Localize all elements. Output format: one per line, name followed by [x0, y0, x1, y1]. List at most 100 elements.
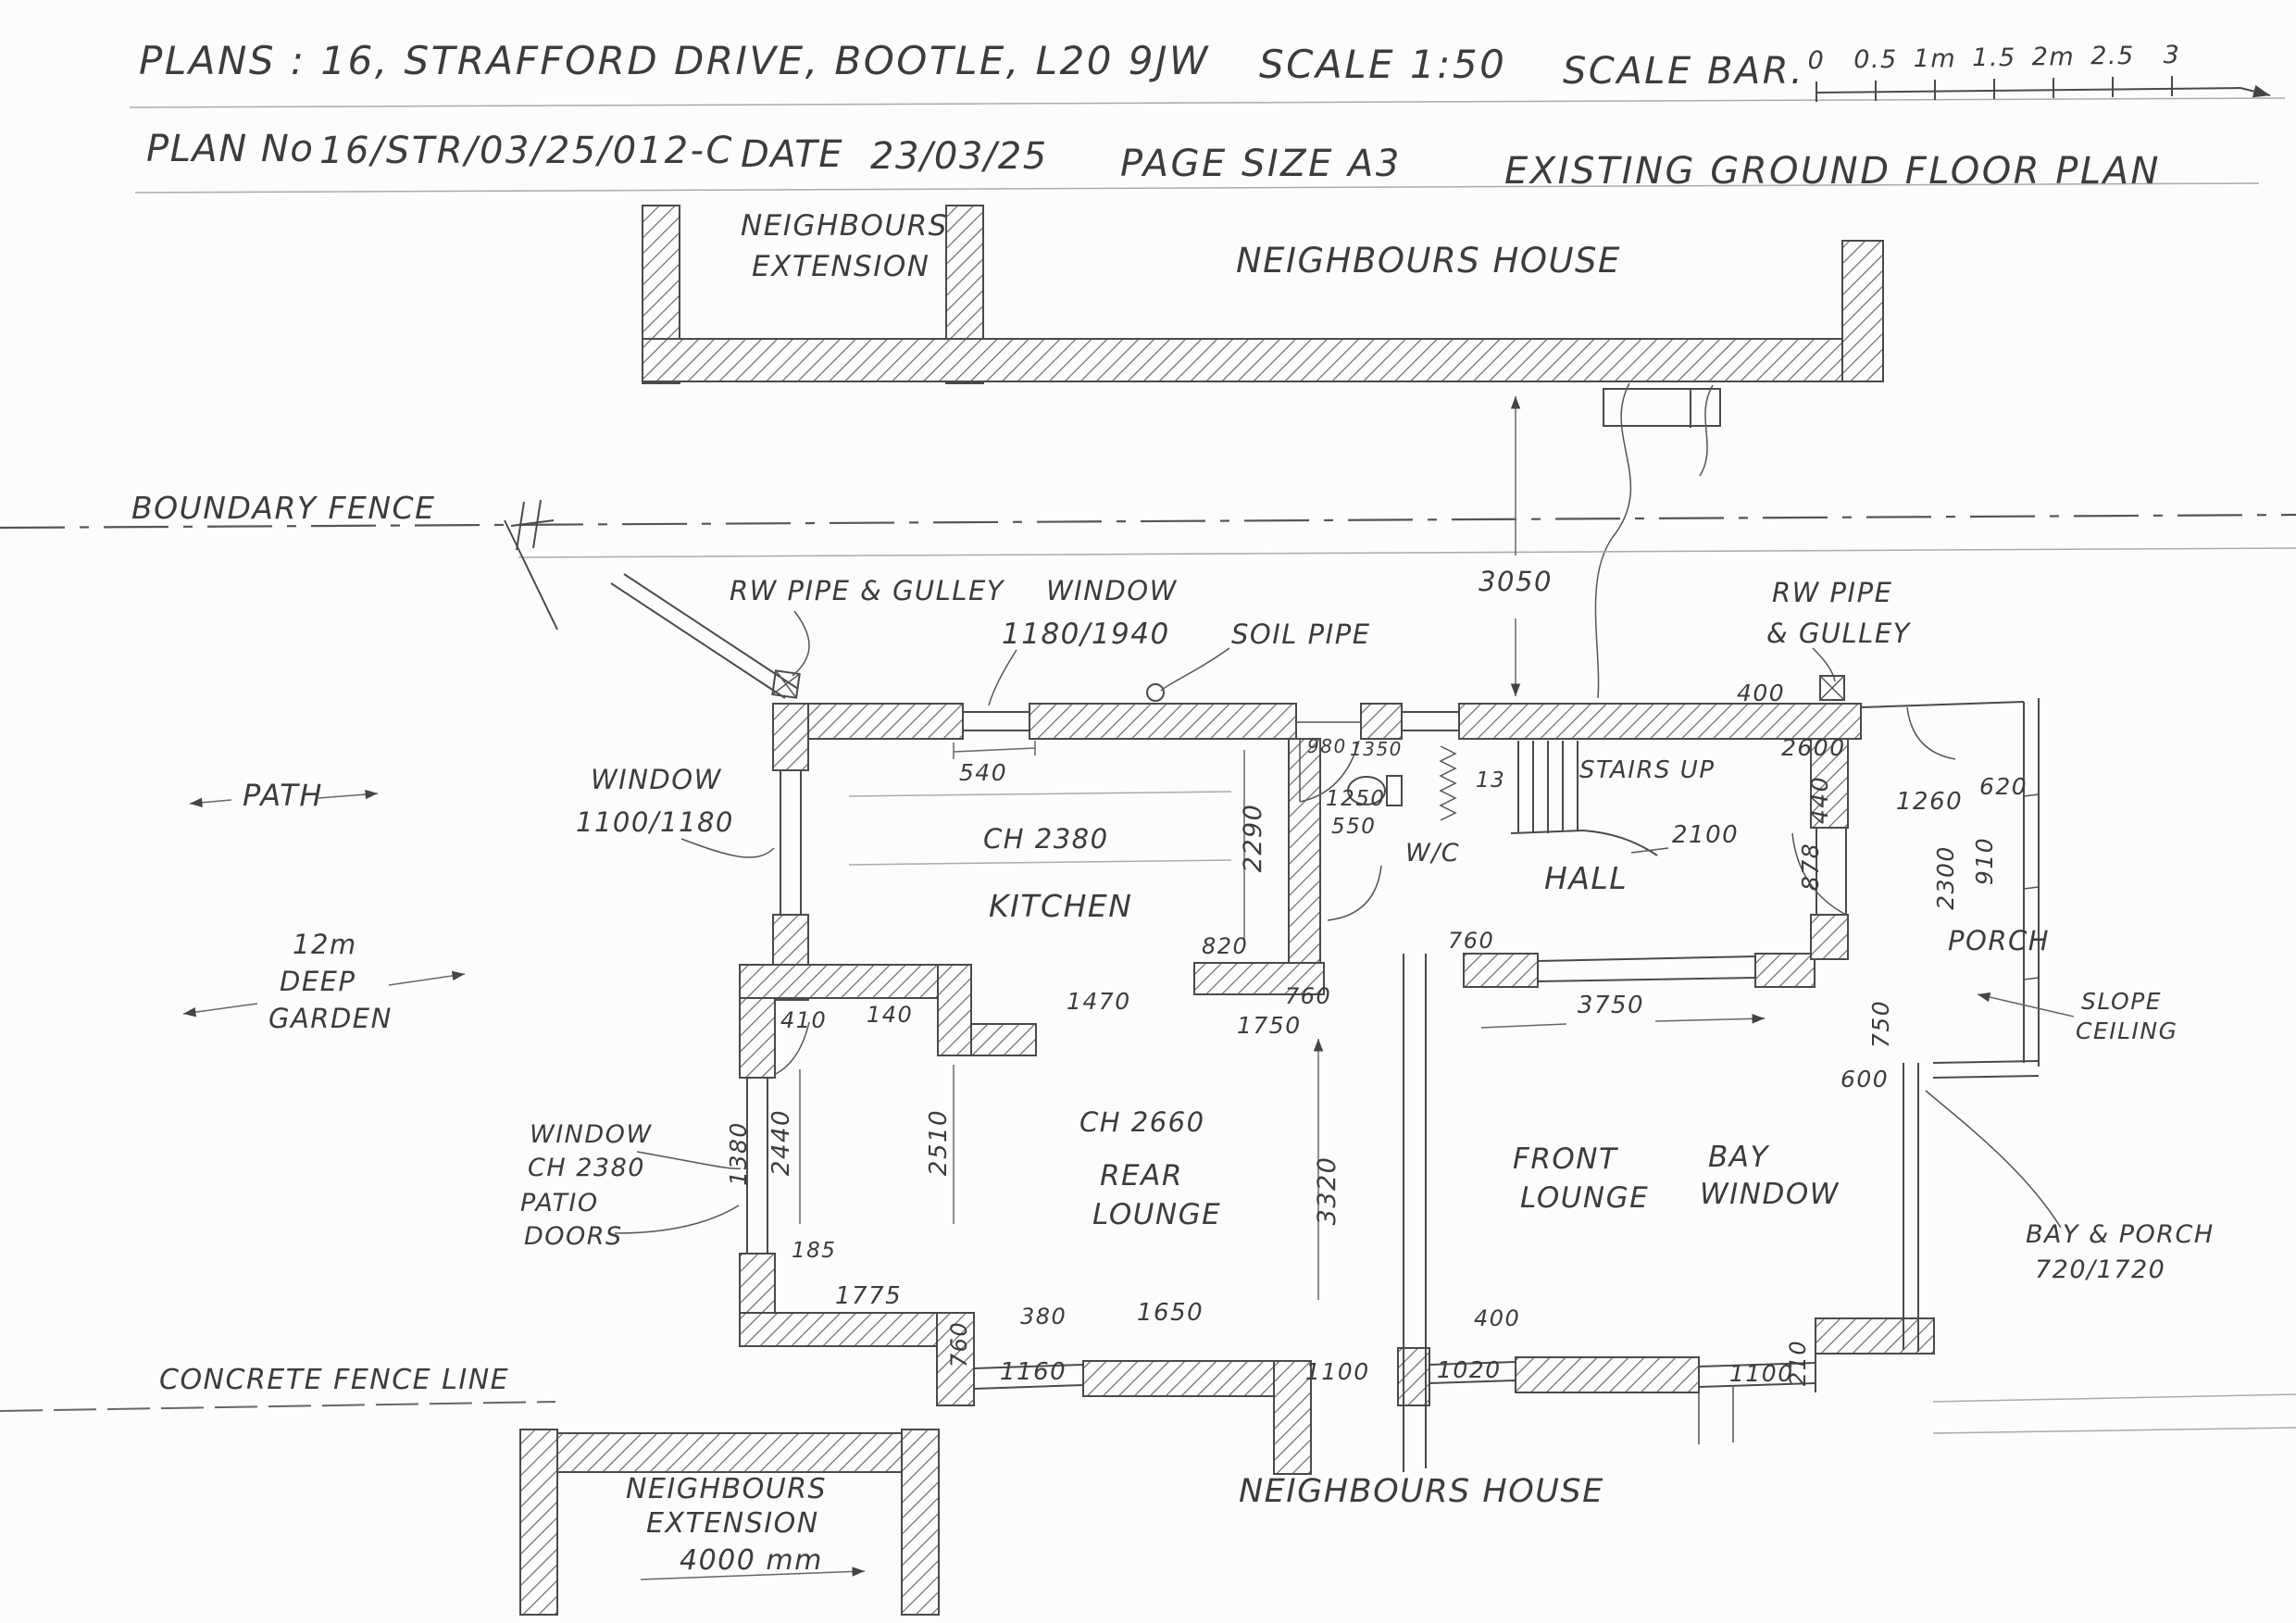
slope-ceiling-label-line2: CEILING [2076, 1017, 2178, 1044]
rw-gulley-left-label: RW PIPE & GULLEY [730, 575, 1005, 606]
scale-tick-25: 2.5 [2090, 42, 2134, 70]
dim-600: 600 [1841, 1066, 1889, 1092]
neighbours-extension-bottom-line2: EXTENSION [646, 1507, 819, 1540]
window-rear-label-line2: CH 2380 [528, 1154, 645, 1182]
bay-window-label-line1: BAY [1708, 1141, 1769, 1174]
dim-3750: 3750 [1578, 992, 1644, 1019]
window-top-label-line1: WINDOW [1046, 575, 1178, 606]
soil-pipe-icon [1146, 683, 1165, 702]
kitchen-ch-label: CH 2380 [983, 823, 1109, 855]
dim-1160: 1160 [1000, 1358, 1067, 1386]
dim-1020: 1020 [1437, 1356, 1502, 1383]
room-labels: CH 2380 KITCHEN W/C STAIRS UP HALL PORCH… [983, 756, 2178, 1231]
scale-tick-2m: 2m [2032, 43, 2075, 71]
scale-label: SCALE 1:50 [1259, 42, 1506, 87]
dim-620: 620 [1979, 773, 2028, 800]
scale-tick-1m: 1m [1914, 44, 1956, 73]
neighbours-house-bottom-label: NEIGHBOURS HOUSE [1239, 1473, 1604, 1510]
slope-ceiling-label-line1: SLOPE [2081, 988, 2162, 1015]
plan-no-value: 16/STR/03/25/012-C [319, 130, 734, 172]
fixtures [771, 669, 1847, 1075]
neighbours-extension-top-line2: EXTENSION [752, 250, 930, 283]
gulley-box-left-icon [771, 669, 801, 699]
dim-1250: 1250 [1326, 787, 1386, 811]
dim-540: 540 [959, 759, 1007, 786]
front-lounge-label-line1: FRONT [1513, 1142, 1618, 1176]
bay-window-label-line2: WINDOW [1700, 1178, 1840, 1211]
boundary-fence-label: BOUNDARY FENCE [131, 490, 435, 526]
neighbours-extension-bottom-line1: NEIGHBOURS [626, 1473, 827, 1505]
porch-label: PORCH [1948, 925, 2050, 956]
header-rules [129, 97, 2286, 194]
drawing-title: EXISTING GROUND FLOOR PLAN [1504, 150, 2161, 193]
dim-1380: 1380 [725, 1121, 752, 1186]
window-left-label-line1: WINDOW [591, 764, 722, 795]
dim-550: 550 [1331, 815, 1376, 839]
soil-pipe-label: SOIL PIPE [1231, 618, 1371, 650]
bay-porch-label-line1: BAY & PORCH [2026, 1220, 2215, 1249]
neighbours-structure-bottom: NEIGHBOURS EXTENSION 4000 mm NEIGHBOURS … [0, 1364, 2296, 1616]
neighbours-structure-top: NEIGHBOURS EXTENSION NEIGHBOURS HOUSE [642, 205, 1884, 699]
window-left-label-line2: 1100/1180 [576, 806, 734, 838]
boundary-fence: BOUNDARY FENCE [0, 490, 2296, 699]
scale-tick-05: 0.5 [1853, 45, 1897, 74]
plan-no-label: PLAN No [146, 128, 314, 170]
dim-140: 140 [867, 1002, 913, 1028]
dim-2510: 2510 [925, 1109, 953, 1176]
dim-1100-a: 1100 [1305, 1358, 1370, 1385]
dim-750: 750 [1867, 1000, 1894, 1048]
rear-lounge-label-line2: LOUNGE [1092, 1198, 1221, 1231]
window-top-label-line2: 1180/1940 [1002, 618, 1170, 651]
dim-440: 440 [1806, 776, 1833, 824]
neighbours-extension-top-line1: NEIGHBOURS [741, 209, 948, 243]
dim-1650: 1650 [1137, 1299, 1204, 1327]
rw-gulley-right-label-line1: RW PIPE [1772, 577, 1892, 608]
path-label: PATH [243, 778, 323, 813]
neighbours-house-top-label: NEIGHBOURS HOUSE [1236, 241, 1621, 281]
patio-doors-label-line2: DOORS [524, 1222, 623, 1251]
dim-1775: 1775 [835, 1282, 902, 1310]
dim-3320: 3320 [1313, 1156, 1341, 1226]
windows-and-openings [746, 711, 1847, 1472]
page-size-label: PAGE SIZE A3 [1120, 143, 1402, 185]
dim-400-b: 400 [1474, 1305, 1520, 1331]
garden-label-line3: GARDEN [268, 1003, 393, 1034]
dim-1350: 1350 [1350, 738, 1403, 760]
rear-lounge-ch-label: CH 2660 [1079, 1106, 1205, 1138]
dim-2600: 2600 [1781, 734, 1846, 761]
dim-210: 210 [1785, 1340, 1811, 1386]
title-block: PLANS : 16, STRAFFORD DRIVE, BOOTLE, L20… [139, 38, 2161, 193]
window-rear-label-line1: WINDOW [530, 1120, 653, 1149]
dim-380: 380 [1020, 1304, 1067, 1330]
dim-1470: 1470 [1067, 988, 1131, 1015]
garden-label-line1: 12m [293, 929, 357, 960]
dim-1750: 1750 [1237, 1012, 1302, 1039]
annotation-labels: RW PIPE & GULLEY WINDOW 1180/1940 SOIL P… [243, 575, 2215, 1284]
rear-lounge-label-line1: REAR [1100, 1159, 1183, 1192]
stairs-up-label: STAIRS UP [1579, 756, 1716, 784]
dim-760-c: 760 [946, 1321, 972, 1367]
dim-410: 410 [780, 1007, 827, 1033]
dim-3050-line: 3050 [1479, 396, 1553, 696]
dim-878: 878 [1797, 843, 1824, 891]
date-value: 23/03/25 [870, 135, 1048, 178]
leader-lines [182, 610, 2075, 1580]
dim-400-top: 400 [1737, 680, 1785, 706]
dim-3050: 3050 [1479, 566, 1553, 597]
scale-bar-label: SCALE BAR. [1563, 50, 1804, 93]
dim-2290: 2290 [1239, 804, 1267, 873]
front-lounge-label-line2: LOUNGE [1520, 1181, 1649, 1215]
rw-gulley-right-label-line2: & GULLEY [1766, 618, 1912, 649]
dim-820: 820 [1202, 933, 1248, 959]
date-label: DATE [741, 133, 843, 176]
plans-title: PLANS : 16, STRAFFORD DRIVE, BOOTLE, L20… [139, 38, 1210, 83]
porch-bay-outline [1815, 698, 2040, 1392]
dim-2100: 2100 [1672, 821, 1739, 849]
dim-910: 910 [1971, 837, 1998, 885]
dim-13: 13 [1476, 768, 1505, 793]
concrete-fence-label: CONCRETE FENCE LINE [159, 1364, 509, 1396]
dim-1260: 1260 [1896, 788, 1963, 816]
gulley-box-right-icon [1819, 675, 1845, 701]
dim-2300: 2300 [1932, 845, 1959, 910]
